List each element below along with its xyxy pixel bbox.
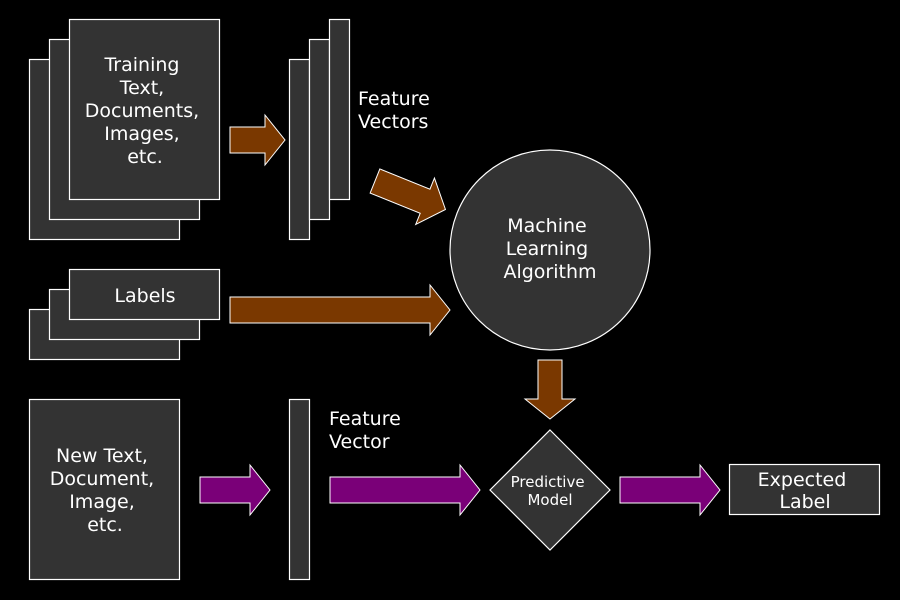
- new-document-line: etc.: [87, 514, 123, 536]
- predictive-model-line: Predictive: [511, 473, 585, 491]
- algorithm-text: Machine Learning Algorithm: [503, 215, 596, 283]
- training-documents-stack: Training Text, Documents, Images, etc.: [28, 18, 221, 241]
- feature-vector-line: Vector: [329, 431, 390, 453]
- prediction-arrow-doc-to-feature: [199, 463, 271, 517]
- expected-label-box: [728, 463, 881, 516]
- feature-vectors-stack: [288, 18, 351, 241]
- predictive-model-line: Model: [527, 491, 572, 509]
- expected-label-text: Expected Label: [758, 469, 853, 513]
- feature-vectors-line: Feature: [358, 88, 430, 110]
- feature-vector-bar: [288, 58, 311, 241]
- training-documents-text: Training Text, Documents, Images, etc.: [85, 54, 205, 168]
- expected-label-line: Label: [779, 491, 830, 513]
- algorithm-line: Algorithm: [503, 261, 596, 283]
- expected-label-line: Expected: [758, 469, 847, 491]
- training-documents-line: Training: [103, 54, 179, 76]
- training-arrow-labels-to-algorithm: [229, 283, 451, 337]
- feature-vector-line: Feature: [329, 408, 401, 430]
- labels-stack: Labels: [28, 268, 221, 361]
- new-document-box: [28, 398, 181, 581]
- feature-vector-label: Feature Vector: [329, 408, 407, 453]
- prediction-arrow-model-to-label: [619, 463, 721, 517]
- feature-vector-bar: [328, 18, 351, 201]
- feature-vectors-label: Feature Vectors: [358, 88, 436, 133]
- training-arrow-features-to-algorithm: [369, 168, 447, 226]
- new-document-line: Document,: [50, 468, 154, 490]
- label-sheet-front: [68, 268, 221, 321]
- prediction-arrow-feature-to-model: [329, 463, 481, 517]
- machine-learning-algorithm-node: [449, 149, 651, 351]
- predictive-model-node: [489, 429, 611, 551]
- new-document-line: Image,: [69, 491, 135, 513]
- training-documents-line: Text,: [119, 77, 164, 99]
- training-arrow-algorithm-to-model: [523, 359, 577, 420]
- feature-vectors-line: Vectors: [358, 111, 428, 133]
- document-sheet-front: [68, 18, 221, 201]
- feature-vector-bar: [308, 38, 331, 221]
- predictive-model-text: Predictive Model: [511, 473, 590, 509]
- algorithm-line: Learning: [506, 238, 589, 260]
- new-document-line: New Text,: [56, 445, 148, 467]
- training-arrow-docs-to-features: [229, 113, 286, 167]
- training-documents-line: Documents,: [85, 100, 199, 122]
- training-documents-line: etc.: [127, 146, 163, 168]
- labels-text: Labels: [114, 285, 175, 307]
- new-document-text: New Text, Document, Image, etc.: [50, 445, 161, 536]
- training-documents-line: Images,: [104, 123, 179, 145]
- feature-vector-bar-single: [288, 398, 311, 581]
- algorithm-line: Machine: [507, 215, 587, 237]
